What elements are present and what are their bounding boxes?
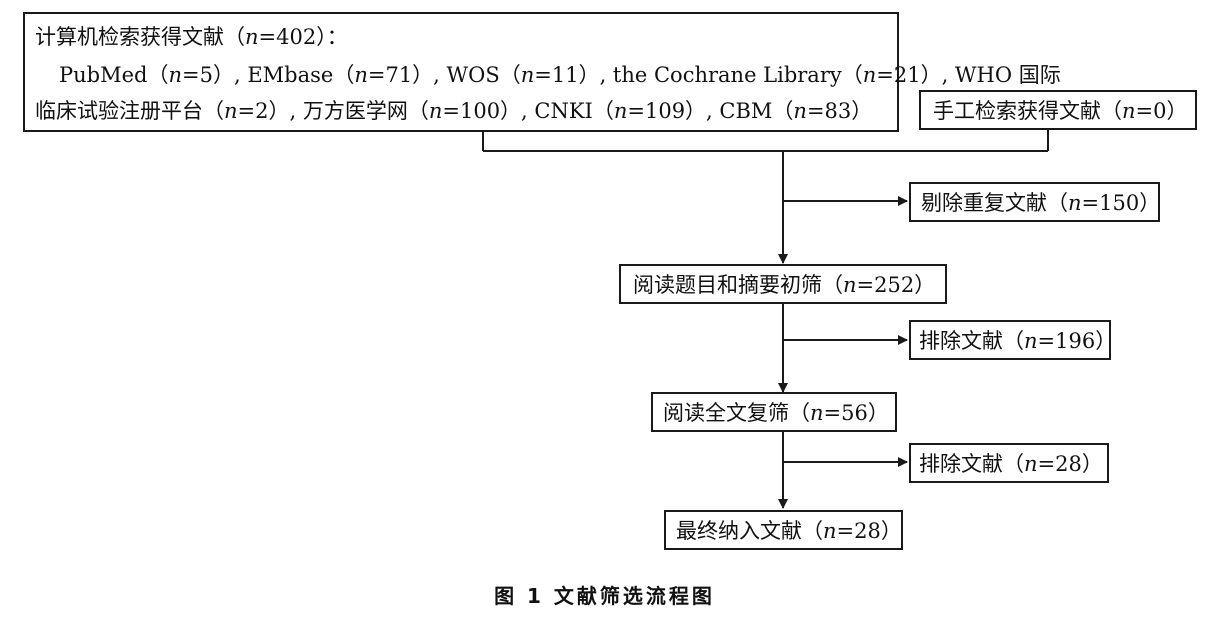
full-text-screening-box: 阅读全文复筛（n=56） xyxy=(651,392,897,432)
text-segment: =71）, WOS（ xyxy=(367,63,521,87)
exclude-after-abstract-box: 排除文献（n=196） xyxy=(909,320,1116,360)
full-text-screening-label: 阅读全文复筛（n=56） xyxy=(663,401,889,425)
computer-search-box: 计算机检索获得文献（n=402）： PubMed（n=5）, EMbase（n=… xyxy=(23,12,1061,132)
n-symbol: n xyxy=(224,99,238,123)
n-symbol: n xyxy=(520,63,535,87)
n-symbol: n xyxy=(428,99,443,123)
remove-duplicates-box: 剔除重复文献（n=150） xyxy=(909,182,1160,222)
computer-search-title: 计算机检索获得文献（n=402）： xyxy=(35,25,348,49)
remove-duplicates-label: 剔除重复文献（n=150） xyxy=(921,191,1161,215)
manual-search-box: 手工检索获得文献（n=0） xyxy=(919,90,1197,130)
figure-caption: 图 1 文献筛选流程图 xyxy=(494,584,715,608)
n-symbol: n xyxy=(168,63,183,87)
title-abstract-screening-box: 阅读题目和摘要初筛（n=252） xyxy=(619,264,947,304)
manual-search-label: 手工检索获得文献（n=0） xyxy=(933,99,1188,123)
title-abstract-screening-label: 阅读题目和摘要初筛（n=252） xyxy=(633,273,936,297)
text-segment: =100）, CNKI（ xyxy=(442,99,614,123)
n-symbol: n xyxy=(613,99,628,123)
text-segment: =11）, the Cochrane Library（ xyxy=(534,63,863,87)
final-included-label: 最终纳入文献（n=28） xyxy=(676,519,902,543)
text-segment: =5）, EMbase（ xyxy=(182,63,355,87)
exclude-after-full-text-box: 排除文献（n=28） xyxy=(909,443,1109,483)
computer-search-databases-line-1: PubMed（n=5）, EMbase（n=71）, WOS（n=11）, th… xyxy=(59,62,1061,88)
n-symbol: n xyxy=(354,63,368,87)
text-segment: =21）, WHO 国际 xyxy=(876,63,1061,87)
exclude-after-abstract-label: 排除文献（n=196） xyxy=(919,329,1117,353)
n-symbol: n xyxy=(793,99,807,123)
n-symbol: n xyxy=(862,63,877,87)
final-included-box: 最终纳入文献（n=28） xyxy=(664,510,903,550)
text-segment: =2）, 万方医学网（ xyxy=(237,99,429,123)
text-segment: 临床试验注册平台（ xyxy=(35,99,224,123)
computer-search-databases-line-2: 临床试验注册平台（n=2）, 万方医学网（n=100）, CNKI（n=109）… xyxy=(35,98,872,124)
text-segment: PubMed（ xyxy=(59,63,169,87)
text-segment: =83） xyxy=(806,99,873,123)
text-segment: =109）, CBM（ xyxy=(627,99,794,123)
exclude-after-full-text-label: 排除文献（n=28） xyxy=(919,452,1103,476)
